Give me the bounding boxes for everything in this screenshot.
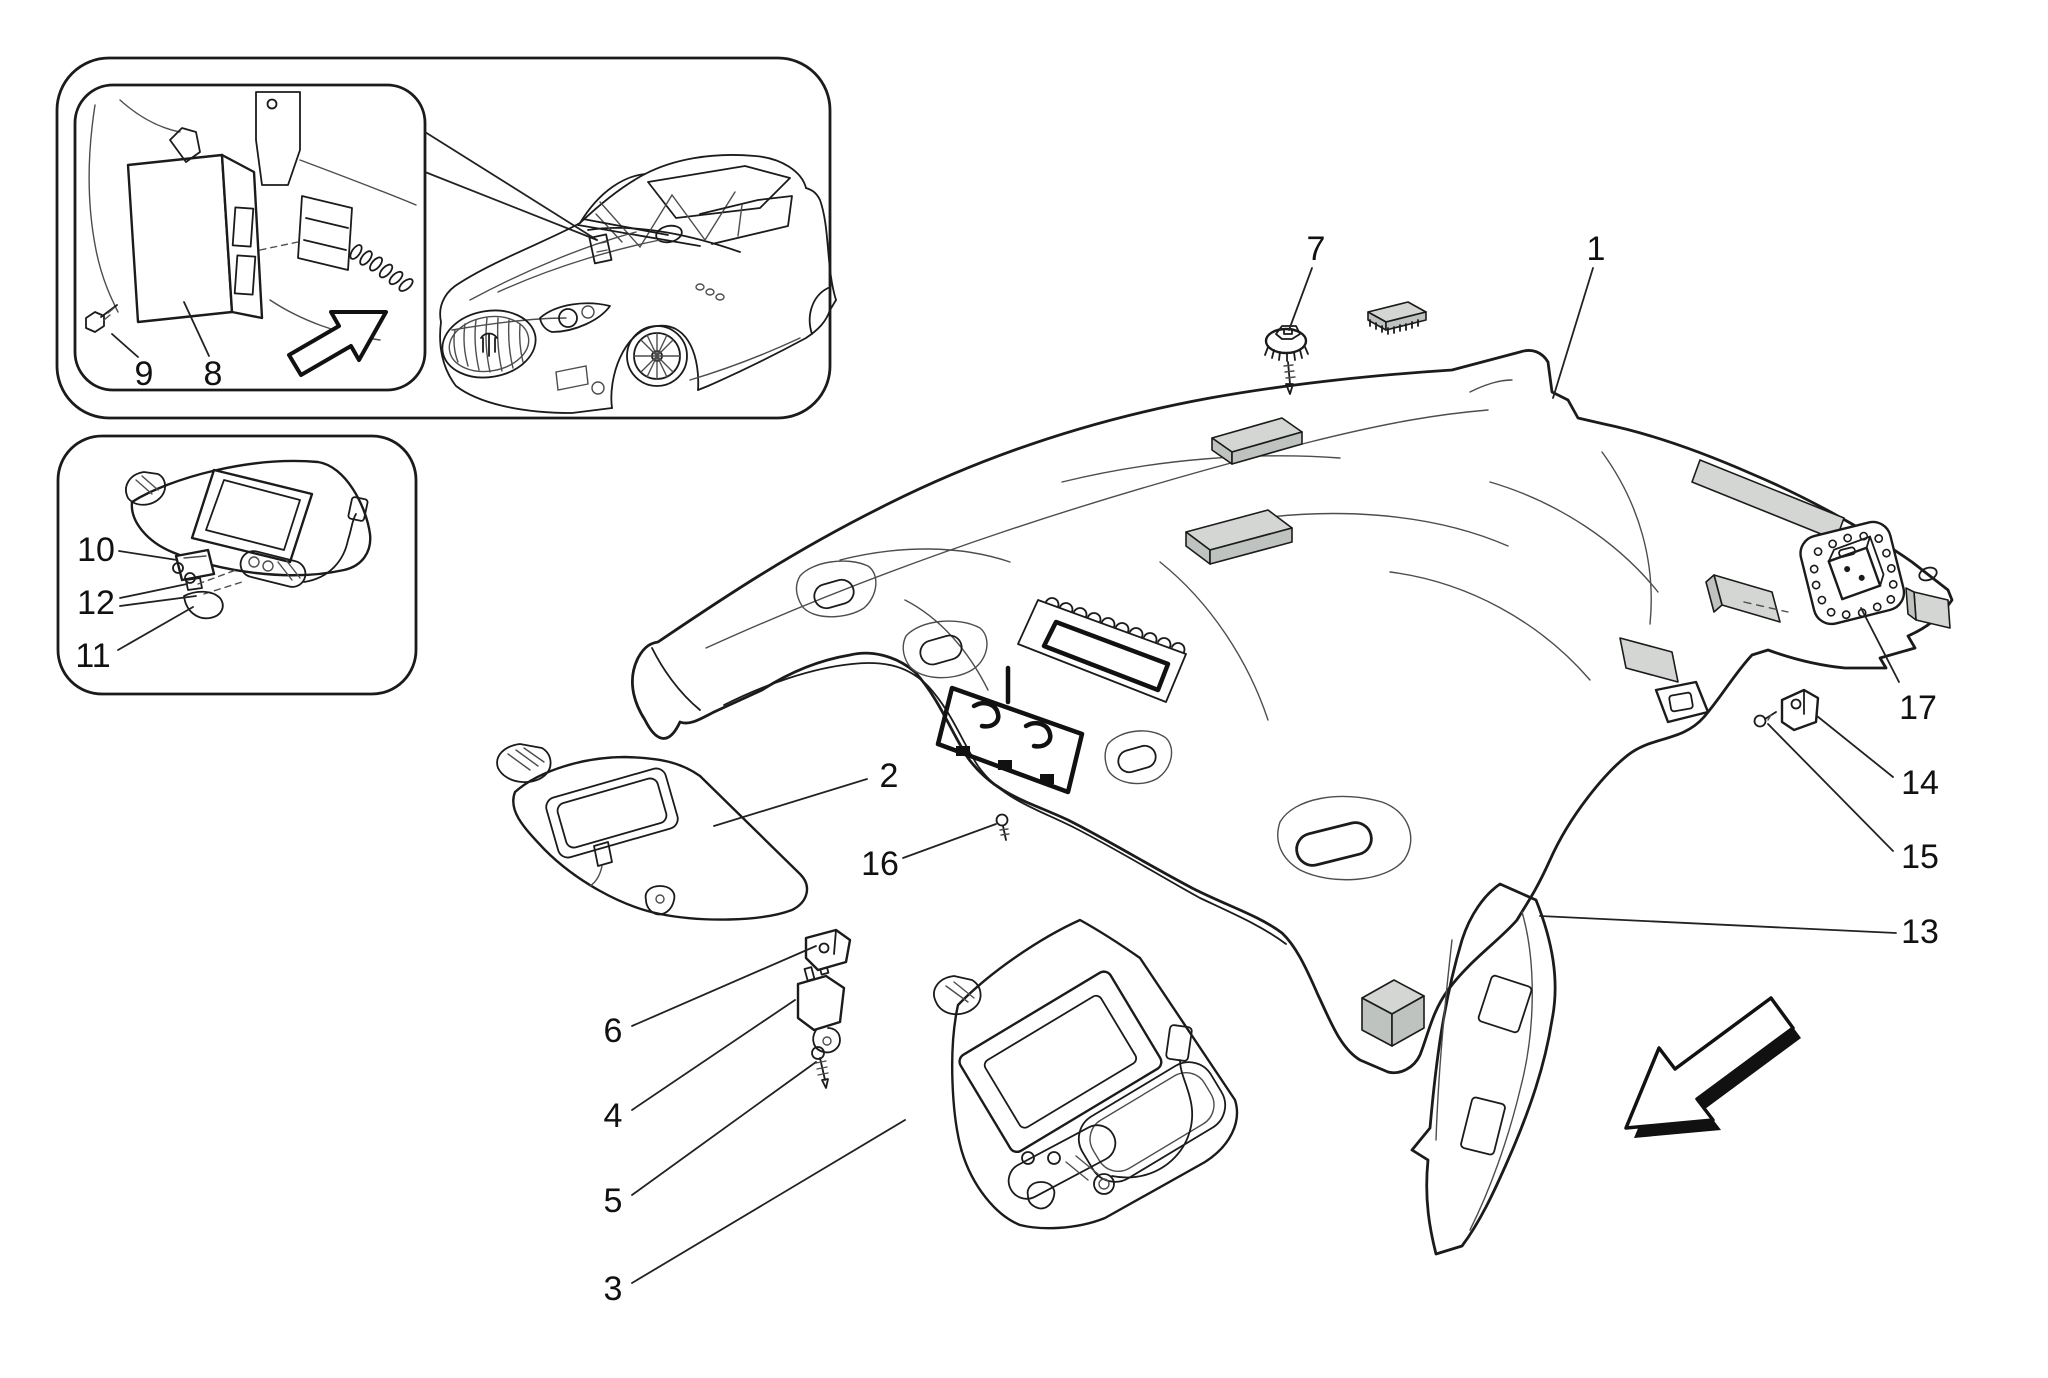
serrated-chip-pad — [1367, 301, 1427, 335]
visor-clip-icon — [644, 885, 676, 916]
mirror-flap — [958, 970, 1163, 1154]
callout-2[interactable]: 2 — [713, 757, 899, 827]
wire-connector-icon — [347, 496, 369, 522]
visor-wire — [303, 513, 357, 583]
svg-text:7[interactable]: 7 — [1307, 230, 1326, 268]
headliner-screw-icon — [995, 813, 1010, 841]
rear-clip-part — [1780, 688, 1820, 732]
module-screw-icon — [85, 304, 118, 333]
visor-components-inset — [56, 434, 418, 696]
callout-12[interactable]: 12 — [77, 583, 197, 622]
direction-arrow-icon — [287, 310, 388, 377]
sun-visor-closed — [496, 743, 809, 921]
svg-text:16[interactable]: 16 — [861, 845, 899, 883]
svg-text:8[interactable]: 8 — [204, 355, 223, 393]
visor-pivot-bracket — [796, 960, 846, 1054]
visor-clip-icon — [1026, 1181, 1056, 1210]
callout-3[interactable]: 3 — [604, 1119, 906, 1308]
visor-wire — [1111, 1059, 1193, 1179]
front-wheel — [626, 325, 688, 387]
svg-text:1[interactable]: 1 — [1587, 230, 1606, 268]
callout-8[interactable]: 8 — [183, 301, 223, 393]
visor-pivot-icon — [496, 743, 552, 783]
svg-text:14[interactable]: 14 — [1901, 764, 1939, 802]
callout-16[interactable]: 16 — [861, 823, 997, 883]
svg-text:4[interactable]: 4 — [604, 1097, 623, 1135]
svg-text:3[interactable]: 3 — [604, 1270, 623, 1308]
callout-17[interactable]: 17 — [1860, 607, 1937, 727]
headliner-panel — [631, 301, 1954, 1075]
callout-10[interactable]: 10 — [77, 531, 178, 569]
callout-4[interactable]: 4 — [604, 999, 796, 1135]
map-light-housing — [1654, 680, 1710, 724]
svg-text:13[interactable]: 13 — [1901, 913, 1939, 951]
svg-text:6[interactable]: 6 — [604, 1012, 623, 1050]
visor-pivot-icon — [933, 975, 982, 1016]
antenna-patch — [1799, 520, 1906, 626]
roof-fastener-icon — [1264, 325, 1309, 395]
svg-text:10[interactable]: 10 — [77, 531, 115, 569]
magnify-line — [424, 171, 598, 241]
svg-text:15[interactable]: 15 — [1901, 838, 1939, 876]
inset-border — [55, 56, 832, 420]
small-screw-icon — [1753, 711, 1777, 728]
body-structure-sketch — [88, 91, 417, 341]
adhesive-pad — [1705, 574, 1781, 623]
module-location-marker — [588, 233, 613, 265]
grab-handle-recess — [795, 560, 877, 618]
callout-9[interactable]: 9 — [111, 333, 154, 393]
grille-slats — [453, 317, 524, 373]
rear-rail-trim-strip — [1691, 459, 1845, 541]
callout-15[interactable]: 15 — [1767, 723, 1939, 876]
svg-text:5[interactable]: 5 — [604, 1182, 623, 1220]
console-latch-mechanism — [935, 665, 1085, 795]
svg-text:9[interactable]: 9 — [135, 355, 154, 393]
wire-connector-icon — [1165, 1024, 1193, 1062]
grab-handle-recess — [1104, 730, 1173, 785]
inset-border — [56, 434, 418, 696]
alignment-dash — [1743, 601, 1789, 613]
foam-block — [1905, 587, 1951, 629]
sun-visor-open — [933, 918, 1239, 1230]
car-overview-sketch — [439, 154, 837, 414]
visor-bracket-part — [172, 548, 216, 584]
pillar-trim-panel — [1410, 882, 1557, 1256]
svg-text:2[interactable]: 2 — [880, 757, 899, 795]
corrugated-hose — [349, 244, 414, 292]
callout-14[interactable]: 14 — [1816, 715, 1939, 802]
callout-7[interactable]: 7 — [1288, 230, 1326, 331]
foam-block — [1361, 979, 1425, 1047]
module-clip-tab — [169, 127, 201, 163]
callout-5[interactable]: 5 — [604, 1061, 817, 1220]
grab-handle-recess-large — [1277, 795, 1412, 881]
direction-arrow-icon — [1624, 996, 1801, 1138]
svg-text:11[interactable]: 11 — [75, 637, 110, 675]
visor-hook-clip — [804, 928, 852, 972]
overhead-console-opening — [1017, 597, 1187, 703]
corner-hole — [1918, 566, 1938, 582]
magnify-line — [424, 131, 598, 241]
svg-text:17[interactable]: 17 — [1899, 689, 1937, 727]
trident-emblem-icon — [480, 332, 498, 357]
vanity-light-icon — [239, 550, 307, 588]
adhesive-pad — [1185, 509, 1293, 565]
bracket-screw-icon — [811, 1046, 829, 1089]
inset-inner-border — [73, 83, 427, 392]
sun-visor-detail-sketch — [125, 459, 372, 620]
callout-13[interactable]: 13 — [1539, 913, 1939, 951]
callout-6[interactable]: 6 — [604, 945, 817, 1050]
visor-cover-part — [183, 590, 224, 620]
callout-11[interactable]: 11 — [75, 606, 194, 675]
ecu-location-inset — [55, 56, 837, 420]
vanity-light-icon — [1007, 1124, 1117, 1200]
grab-handle-recess — [902, 620, 988, 679]
adhesive-pad — [1211, 417, 1303, 465]
callouts: 1 2 3 4 5 6 7 8 — [75, 230, 1939, 1308]
svg-text:12[interactable]: 12 — [77, 584, 115, 622]
callout-1[interactable]: 1 — [1552, 230, 1606, 399]
headliner-contour-lines — [705, 379, 1891, 721]
rear-rail-trim-strip — [1619, 637, 1679, 683]
control-module — [126, 127, 264, 324]
